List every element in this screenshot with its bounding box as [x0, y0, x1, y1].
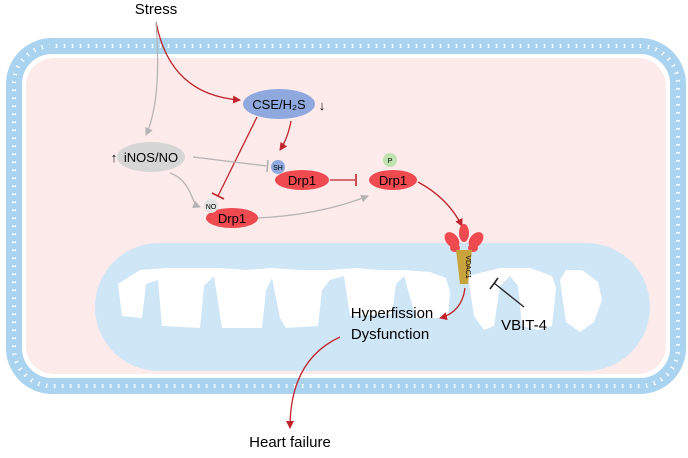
heart-failure-label: Heart failure: [249, 434, 331, 451]
cse-to-drp1-sh-arrow: [279, 120, 292, 151]
drp1-p-label: Drp1: [379, 173, 407, 188]
p-label: P: [388, 158, 393, 165]
drp1-p-to-vdac1-arrow: [417, 181, 463, 227]
inos-no-label: iNOS/NO: [124, 150, 178, 165]
hyperfission-label: Hyperfission: [351, 305, 434, 322]
drp1-no-label: Drp1: [218, 211, 246, 226]
mitochondrion: [95, 243, 650, 371]
drp1-sh-node: SH Drp1: [271, 160, 329, 190]
cse-h2s-label: CSE/H₂S: [252, 97, 306, 112]
dysfunction-to-heart-failure-arrow: [286, 336, 341, 429]
inos-up-icon: ↑: [111, 150, 118, 165]
no-label: NO: [206, 204, 217, 211]
vdac1-channel: VDAC1: [444, 224, 484, 284]
vbit4-inhibit-vdac1: [489, 277, 525, 308]
vdac1-label: VDAC1: [464, 255, 471, 278]
cse-inhibit-drp1-no: [211, 116, 258, 200]
sh-label: SH: [273, 165, 283, 172]
drp1-no-to-drp1-p-arrow: [257, 194, 369, 219]
inos-no-node: iNOS/NO ↑: [111, 142, 185, 172]
cse-h2s-node: CSE/H₂S ↓: [243, 89, 325, 119]
stress-label: Stress: [135, 1, 178, 18]
drp1-sh-label: Drp1: [288, 173, 316, 188]
drp1-no-node: NO Drp1: [204, 199, 258, 228]
cse-down-icon: ↓: [319, 98, 326, 113]
dysfunction-label: Dysfunction: [351, 326, 429, 343]
vdac1-to-hyperfission-arrow: [439, 287, 466, 321]
stress-to-inos-arrow: [145, 21, 159, 136]
inos-inhibit-drp1-sh: [192, 156, 269, 173]
drp1-sh-inhibit-drp1-p: [330, 174, 357, 186]
drp1-p-node: P Drp1: [369, 153, 417, 190]
inos-to-drp1-no-arrow: [169, 172, 201, 209]
vbit4-label: VBIT-4: [501, 317, 547, 334]
stress-to-cse-arrow: [155, 21, 241, 104]
cell-membrane: [6, 38, 686, 394]
